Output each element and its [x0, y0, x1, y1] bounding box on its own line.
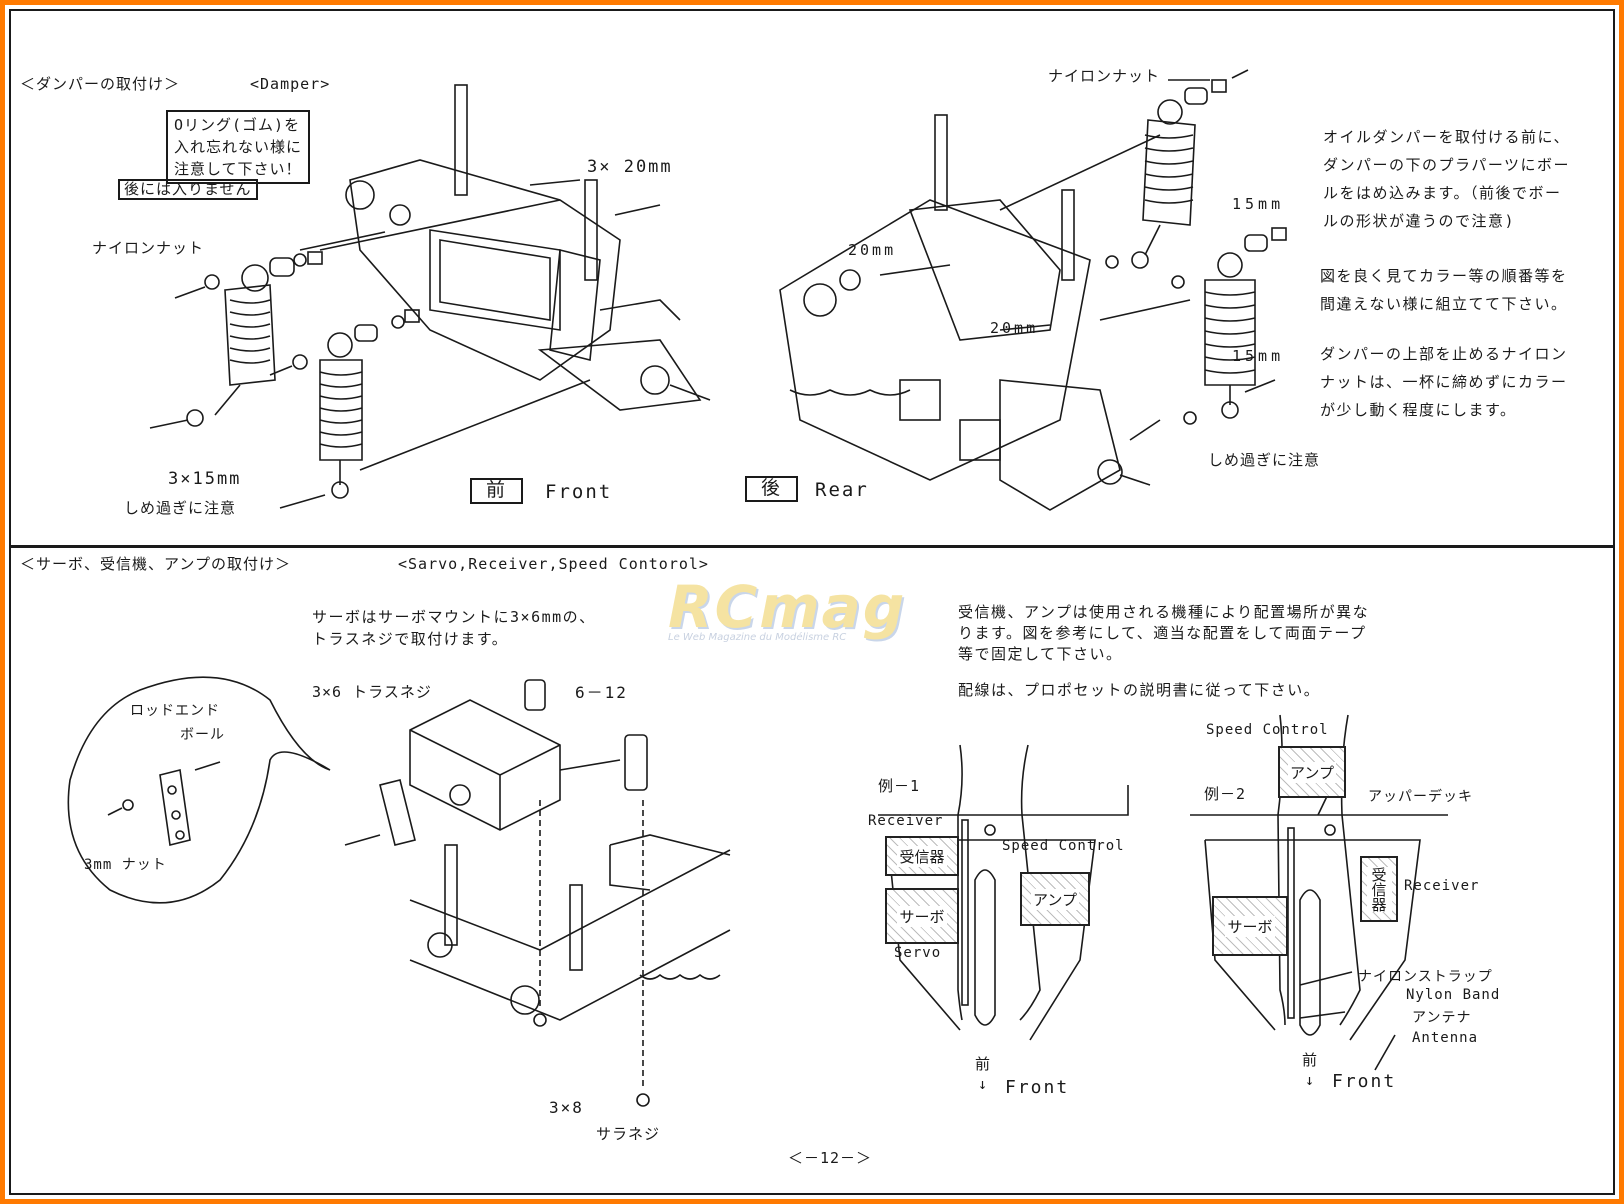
nut-3mm-label: 3mm ナット: [84, 857, 167, 873]
example-1-speed-control: Speed Control: [1002, 838, 1125, 854]
oring-warning-line-3: 注意して下さい！: [174, 160, 302, 178]
flat-screw-label: サラネジ: [596, 1125, 661, 1143]
front-damper-left: [149, 231, 386, 429]
example-1-amp-jp: アンプ: [1031, 888, 1079, 910]
receiver-note-line-2: ります。図を参考にして、適当な配置をして両面テープ: [958, 624, 1367, 642]
instruction-3-line-2: ナットは、一杯に締めずにカラー: [1320, 373, 1568, 391]
example-1-front-arrow: ↓: [978, 1075, 989, 1093]
logo-tagline: Le Web Magazine du Modélisme RC: [668, 632, 847, 643]
logo-text: RCmag: [668, 573, 907, 641]
example-2-title: 例－2: [1204, 785, 1247, 803]
example-2-servo-jp: サーボ: [1225, 915, 1275, 937]
servo-note-line-1: サーボはサーボマウントに3×6mmの、: [312, 608, 596, 626]
example-2-antenna-jp: アンテナ: [1412, 1010, 1472, 1026]
example-1-servo-jp: サーボ: [897, 905, 947, 927]
inner-border: [9, 9, 1615, 1195]
nylon-nut-label-right: ナイロンナット: [1048, 67, 1161, 85]
servo-heading-jp: ＜サーボ、受信機、アンプの取付け＞: [20, 555, 291, 573]
size-20mm-left: 20mm: [848, 241, 897, 259]
instruction-1-line-3: ルをはめ込みます。（前後でボー: [1323, 184, 1562, 202]
rod-end-label-2: ボール: [180, 727, 225, 743]
example-1-amp-box: アンプ: [1020, 872, 1090, 926]
screw-3x20-label: 3× 20mm: [587, 157, 673, 177]
damper-instruction-2: 図を良く見てカラー等の順番等を 間違えない様に組立てて下さい。: [1320, 262, 1568, 318]
size-15mm-upper: 15mm: [1232, 195, 1285, 213]
rear-damper-lower: [1171, 227, 1287, 425]
front-kanji-box: 前: [470, 478, 524, 504]
damper-heading-jp: ＜ダンパーの取付け＞: [20, 75, 181, 93]
receiver-note-line-3: 等で固定して下さい。: [958, 645, 1123, 663]
example-2-receiver-jp: 受信器: [1366, 866, 1392, 912]
oring-warning-box: Oリング(ゴム)を 入れ忘れない様に 注意して下さい！: [166, 110, 311, 184]
instruction-2-line-2: 間違えない様に組立てて下さい。: [1320, 295, 1568, 313]
example-2-layout: [1190, 714, 1448, 1071]
example-2-front-arrow: ↓: [1305, 1071, 1316, 1089]
example-1-front-kanji: 前: [975, 1055, 992, 1073]
example-2-amp-box: アンプ: [1278, 746, 1346, 798]
receiver-note-line-1: 受信機、アンプは使用される機種により配置場所が異な: [958, 603, 1370, 621]
instruction-3-line-3: が少し動く程度にします。: [1320, 401, 1517, 419]
screw-3x15-label: 3×15mm: [168, 469, 242, 489]
overtighten-warning-left: しめ過ぎに注意: [124, 499, 237, 517]
servo-heading-en: <Sarvo,Receiver,Speed Contorol>: [398, 555, 709, 573]
front-damper-center: [269, 309, 420, 509]
section-divider: [9, 545, 1615, 548]
damper-instruction-3: ダンパーの上部を止めるナイロン ナットは、一杯に締めずにカラー が少し動く程度に…: [1320, 340, 1568, 424]
instruction-1-line-1: オイルダンパーを取付ける前に、: [1323, 128, 1571, 146]
page-number: ＜－12－＞: [788, 1149, 873, 1167]
example-1-title: 例－1: [878, 777, 921, 795]
front-chassis-drawing: [319, 84, 711, 471]
wiring-note: 配線は、プロポセットの説明書に従って下さい。: [958, 681, 1321, 699]
damper-heading-en: <Damper>: [250, 75, 331, 93]
rear-damper-upper: [1105, 69, 1249, 269]
example-2-front-kanji: 前: [1302, 1051, 1319, 1069]
example-1-servo-en: Servo: [894, 945, 942, 961]
example-2-receiver-en: Receiver: [1404, 878, 1480, 894]
example-2-receiver-box: 受信器: [1360, 856, 1398, 922]
servo-note-line-2: トラスネジで取付けます。: [312, 630, 509, 648]
example-1-receiver-jp: 受信器: [897, 845, 947, 867]
example-1-receiver-box: 受信器: [885, 836, 959, 876]
overtighten-warning-right: しめ過ぎに注意: [1208, 451, 1321, 469]
receiver-placement-note: 受信機、アンプは使用される機種により配置場所が異な ります。図を参考にして、適当…: [958, 602, 1369, 665]
rod-end-label-1: ロッドエンド: [130, 703, 220, 719]
servo-drawing: [344, 679, 731, 1107]
example-2-nylon-band: Nylon Band: [1406, 987, 1501, 1003]
example-2-front-label: Front: [1332, 1071, 1397, 1092]
nylon-nut-label-left: ナイロンナット: [92, 239, 205, 257]
truss-screw-label: 3×6 トラスネジ: [312, 683, 432, 701]
example-2-servo-box: サーボ: [1212, 896, 1288, 956]
example-2-antenna-en: Antenna: [1412, 1030, 1479, 1046]
rod-end-bubble: [67, 676, 331, 904]
instruction-3-line-1: ダンパーの上部を止めるナイロン: [1320, 345, 1568, 363]
example-1-servo-box: サーボ: [885, 888, 959, 944]
example-2-speed-control: Speed Control: [1206, 722, 1329, 738]
oring-warning-line-2: 入れ忘れない様に: [174, 138, 303, 156]
instruction-1-line-4: ルの形状が違うので注意): [1323, 212, 1516, 230]
rear-label: Rear: [815, 479, 869, 501]
damper-instruction-1: オイルダンパーを取付ける前に、 ダンパーの下のプラパーツにボー ルをはめ込みます…: [1323, 123, 1570, 235]
front-label: Front: [545, 481, 613, 503]
example-1-receiver-en: Receiver: [868, 813, 944, 829]
rear-chassis-drawing: [779, 114, 1191, 511]
size-20mm-center: 20mm: [990, 319, 1039, 337]
rcmag-watermark-logo: RCmag Le Web Magazine du Modélisme RC: [668, 578, 906, 643]
rear-warning-box: 後には入りません: [118, 179, 258, 201]
example-1-front-label: Front: [1005, 1077, 1070, 1098]
instruction-2-line-1: 図を良く見てカラー等の順番等を: [1320, 267, 1568, 285]
example-2-amp-jp: アンプ: [1288, 761, 1336, 783]
example-2-upper-deck: アッパーデッキ: [1368, 789, 1473, 805]
size-6-12-label: 6－12: [575, 683, 628, 702]
example-2-nylon-strap: ナイロンストラップ: [1358, 969, 1493, 985]
rear-kanji-box: 後: [745, 476, 799, 502]
screw-3x8-label: 3×8: [549, 1098, 584, 1117]
oring-warning-line-1: Oリング(ゴム)を: [174, 116, 301, 134]
instruction-1-line-2: ダンパーの下のプラパーツにボー: [1323, 156, 1571, 174]
servo-mount-note: サーボはサーボマウントに3×6mmの、 トラスネジで取付けます。: [312, 606, 596, 650]
size-15mm-lower: 15mm: [1232, 347, 1285, 365]
